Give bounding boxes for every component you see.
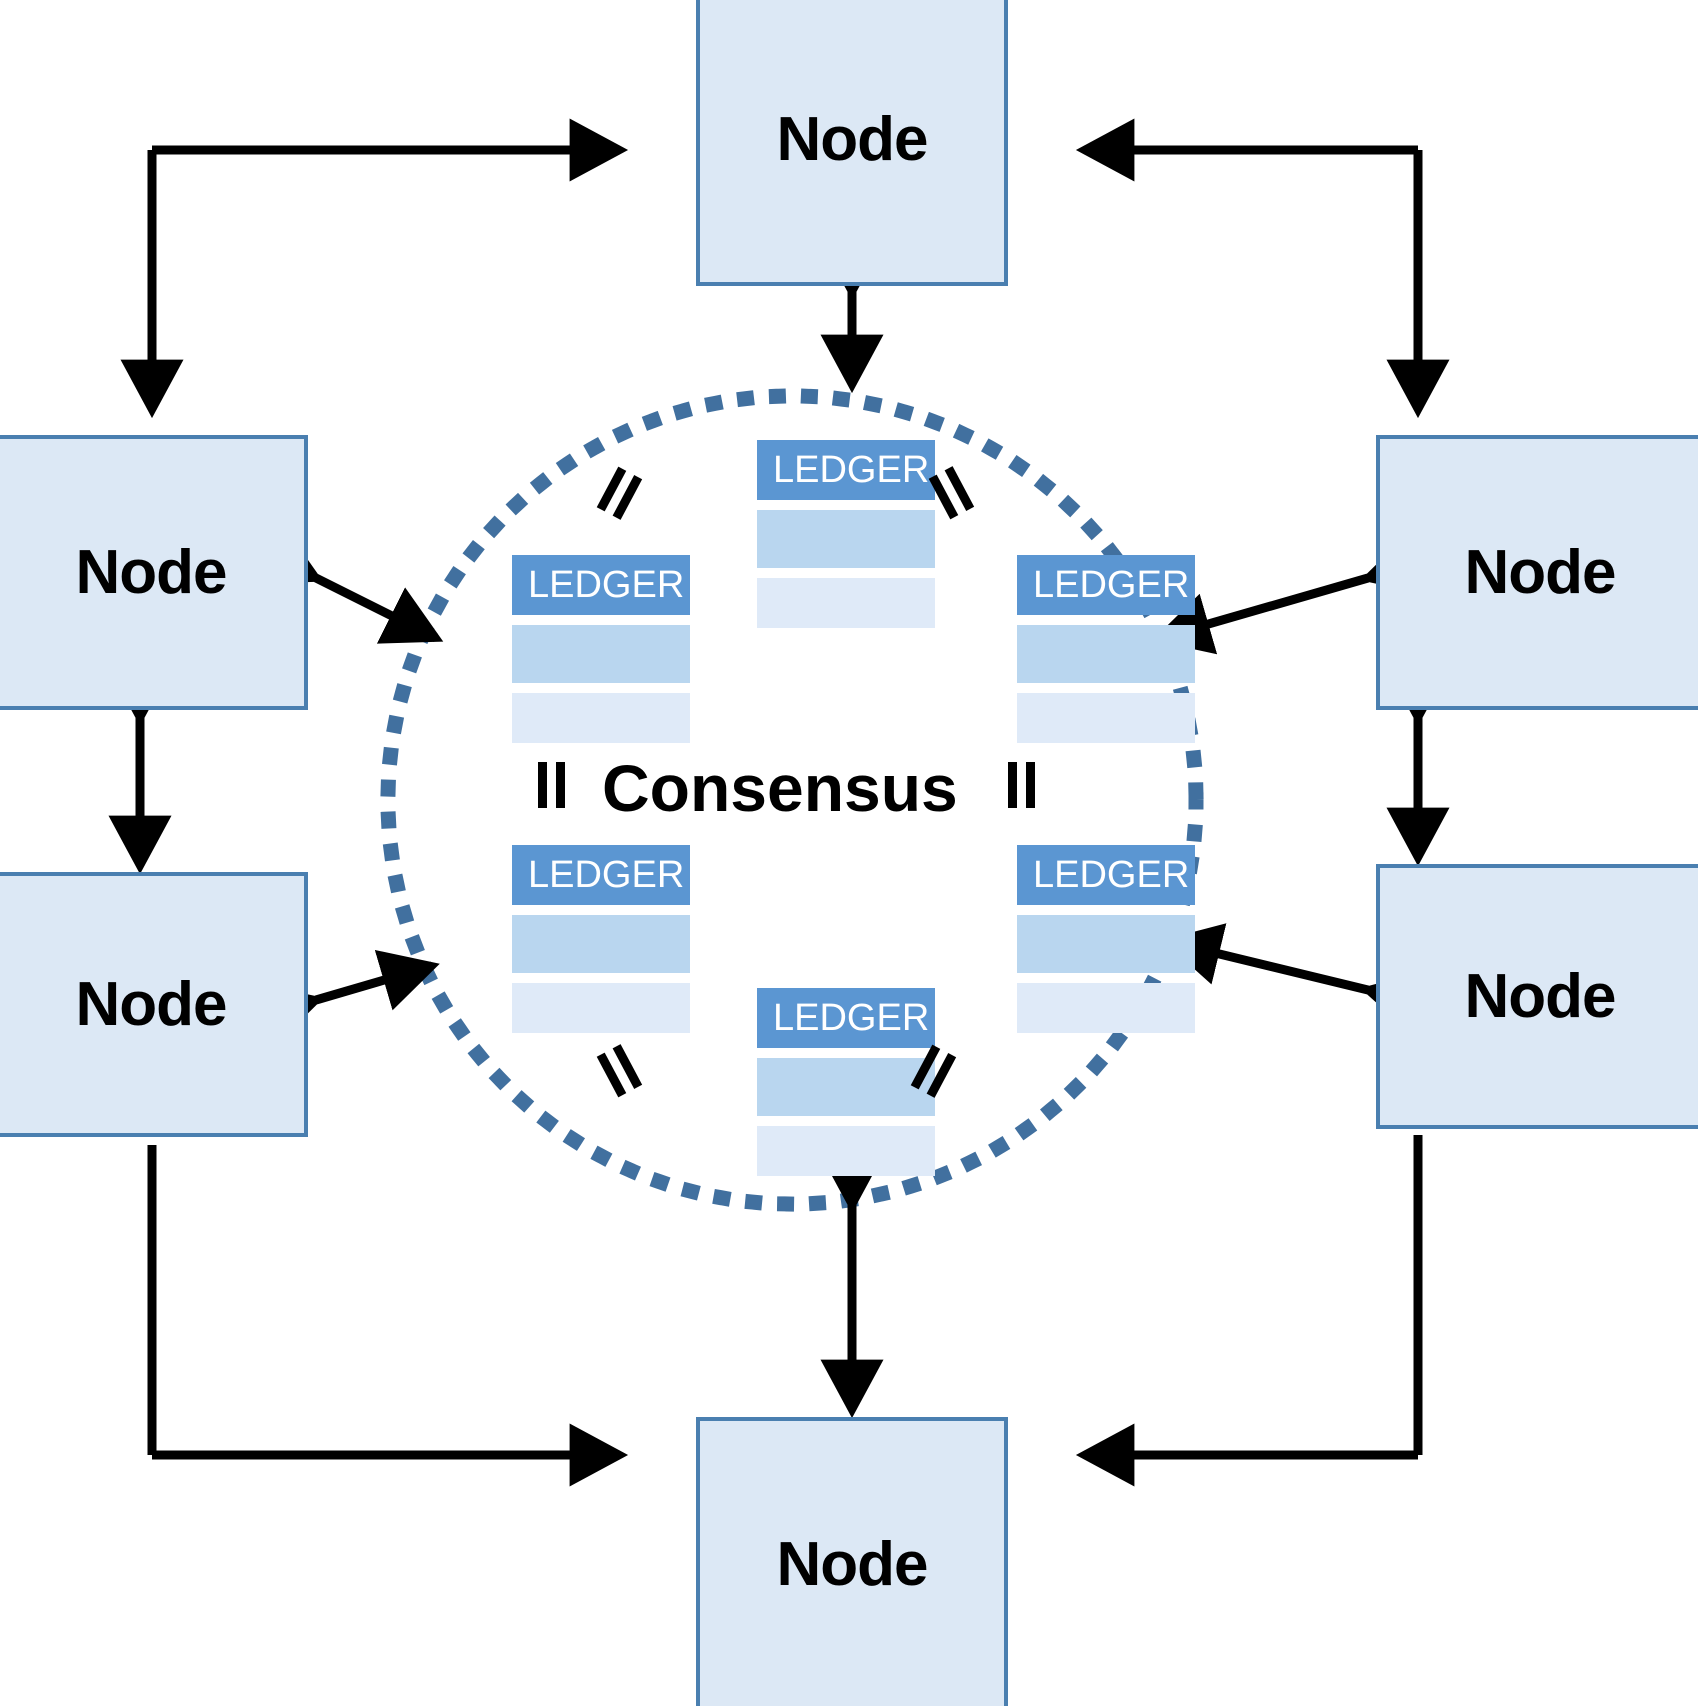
ledger-row-mid [1017,625,1195,683]
arrow-circle-left-upper [256,527,444,644]
equal-mark-mid-right [998,762,1044,808]
node-label: Node [1464,961,1617,1031]
node-label: Node [75,969,228,1039]
ledger-row-mid [512,915,690,973]
ledger-row-low [512,693,690,743]
ledger-row-mid [757,510,935,568]
ledger-bottom[interactable]: LEDGER [757,988,935,1176]
ledger-left-upper[interactable]: LEDGER [512,555,690,743]
ledger-top[interactable]: LEDGER [757,440,935,628]
ledger-row-mid [757,1058,935,1116]
equal-mark-mid-left [528,762,574,808]
ledger-header: LEDGER [1017,555,1195,615]
node-right-upper[interactable]: Node [1376,435,1698,710]
node-label: Node [776,105,929,174]
ledger-row-low [1017,693,1195,743]
node-label: Node [1464,537,1617,607]
node-top[interactable]: Node [696,0,1008,286]
ledger-row-low [757,578,935,628]
node-bottom[interactable]: Node [696,1417,1008,1706]
node-label: Node [776,1529,929,1599]
arrow-circle-left-lower [258,949,440,1045]
equal-mark-bottom-left [588,1040,650,1102]
ledger-header: LEDGER [1017,845,1195,905]
arrow-circle-right-lower [1162,923,1425,1033]
ledger-header: LEDGER [757,440,935,500]
ledger-row-mid [1017,915,1195,973]
node-left-lower[interactable]: Node [0,872,308,1137]
ledger-right-upper[interactable]: LEDGER [1017,555,1195,743]
consensus-label: Consensus [602,751,958,825]
ledger-row-mid [512,625,690,683]
ledger-row-low [757,1126,935,1176]
ledger-header: LEDGER [512,845,690,905]
ledger-header: LEDGER [512,555,690,615]
ledger-left-lower[interactable]: LEDGER [512,845,690,1033]
ledger-right-lower[interactable]: LEDGER [1017,845,1195,1033]
node-label: Node [75,537,228,607]
node-left-upper[interactable]: Node [0,435,308,710]
ledger-row-low [512,983,690,1033]
ledger-header: LEDGER [757,988,935,1048]
equal-mark-top-left [588,462,650,524]
ledger-row-low [1017,983,1195,1033]
node-right-lower[interactable]: Node [1376,864,1698,1129]
